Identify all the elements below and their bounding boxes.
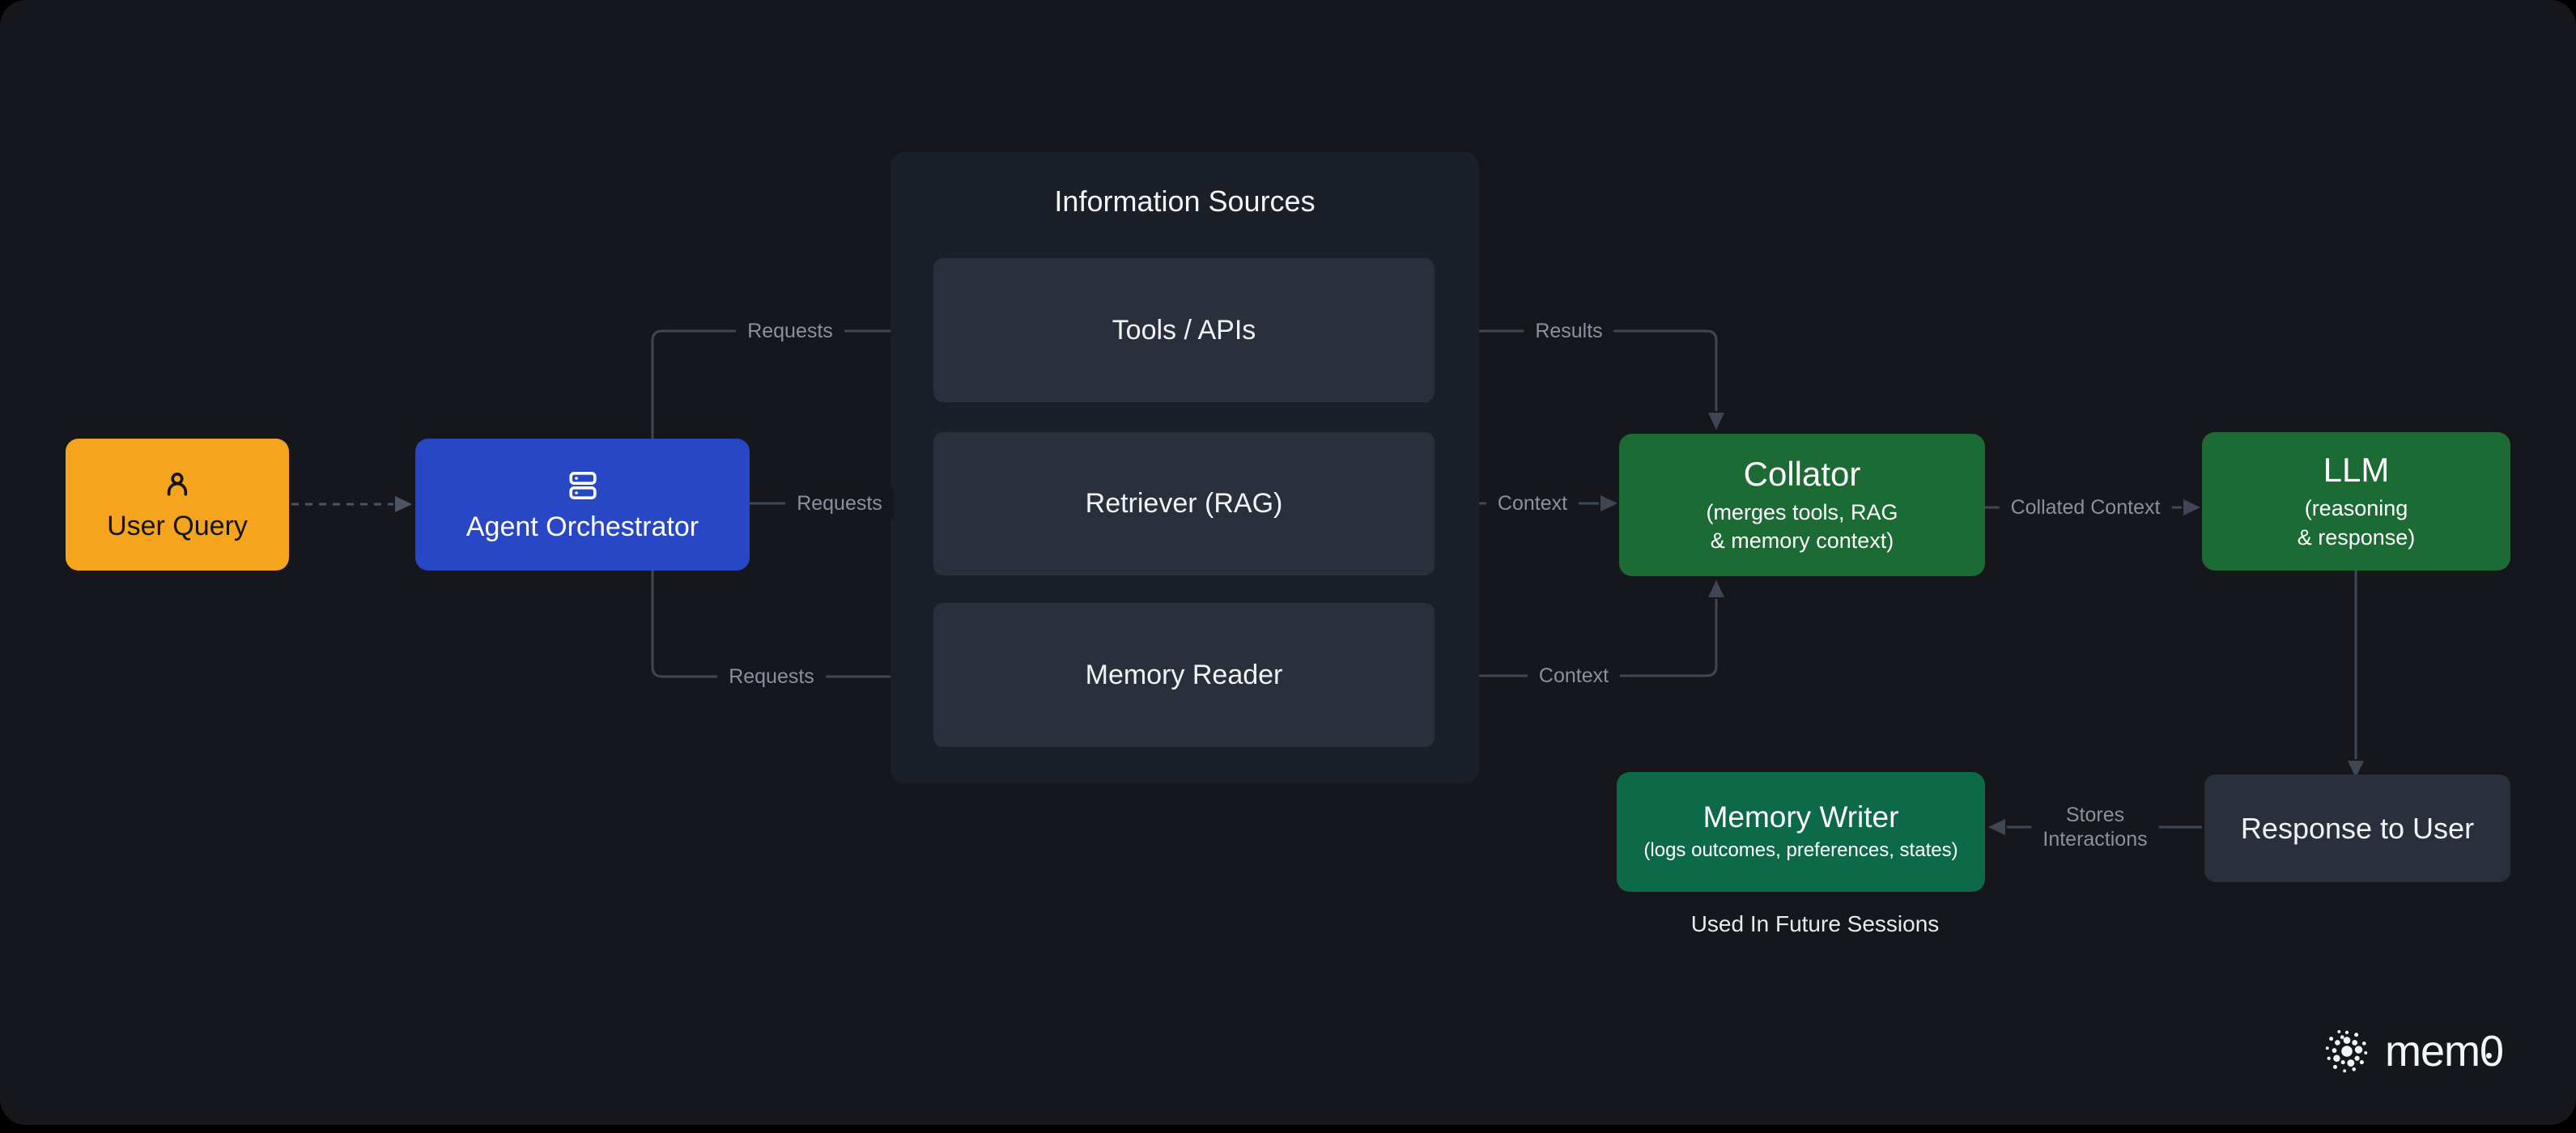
node-agent-orchestrator: Agent Orchestrator	[415, 439, 750, 571]
arrowhead-up-icon	[1708, 580, 1724, 597]
node-subtitle: (logs outcomes, preferences, states)	[1643, 839, 1958, 862]
person-icon	[167, 472, 188, 496]
node-title: LLM	[2323, 451, 2390, 490]
arrowhead-right-icon	[1600, 495, 1617, 511]
node-tools-apis: Tools / APIs	[933, 258, 1435, 402]
node-label: Memory Reader	[1085, 659, 1283, 690]
node-user-query: User Query	[66, 439, 289, 571]
server-stack-icon	[568, 472, 597, 499]
edge-requests-top	[651, 329, 913, 439]
arrowhead-down-icon	[2348, 761, 2364, 778]
node-llm: LLM (reasoning & response)	[2202, 432, 2510, 571]
edge-label-requests-top: Requests	[736, 316, 844, 346]
node-memory-reader: Memory Reader	[933, 603, 1435, 747]
node-retriever-rag: Retriever (RAG)	[933, 432, 1435, 575]
edge-label-results: Results	[1524, 316, 1614, 346]
edge-label-requests-mid: Requests	[785, 488, 894, 519]
node-title: Collator	[1743, 454, 1861, 493]
edge-requests-bottom	[651, 571, 913, 678]
edge-context-bottom	[1435, 599, 1718, 677]
logo-wordmark: mem0	[2385, 1027, 2504, 1076]
node-collator: Collator (merges tools, RAG & memory con…	[1619, 434, 1985, 576]
logo-text: mem0	[2385, 1027, 2504, 1076]
edge-label-collated-context: Collated Context	[1999, 492, 2172, 523]
node-label: User Query	[107, 511, 248, 541]
node-label: Agent Orchestrator	[465, 511, 699, 542]
edge-label-context-mid: Context	[1486, 488, 1579, 519]
node-memory-writer: Memory Writer (logs outcomes, preference…	[1617, 772, 1985, 892]
panel-title: Information Sources	[1054, 185, 1316, 218]
information-sources-panel: Information Sources Tools / APIs Retriev…	[891, 152, 1479, 783]
edge-label-requests-bottom: Requests	[717, 661, 826, 692]
arrowhead-down-icon	[1708, 413, 1724, 430]
arrowhead-left-icon	[1988, 819, 2005, 835]
arrowhead-right-icon	[395, 496, 412, 512]
arrowhead-right-icon	[2183, 499, 2200, 516]
mem0-dot-mark-icon	[2325, 1029, 2368, 1073]
node-subtitle: (reasoning & response)	[2297, 496, 2416, 550]
node-title: Memory Writer	[1702, 800, 1899, 834]
mem0-logo: mem0	[2322, 1026, 2504, 1076]
edge-label-context-bottom: Context	[1527, 660, 1621, 691]
node-subtitle: (merges tools, RAG & memory context)	[1706, 499, 1898, 554]
node-label: Retriever (RAG)	[1085, 488, 1283, 519]
future-sessions-note: Used In Future Sessions	[1690, 911, 1940, 936]
zero-dot-icon	[2486, 1053, 2493, 1059]
edge-label-stores-interactions: Stores Interactions	[2031, 800, 2159, 855]
node-response-to-user: Response to User	[2204, 774, 2510, 882]
edge-results	[1435, 329, 1718, 411]
node-label: Tools / APIs	[1112, 314, 1256, 346]
node-label: Response to User	[2240, 811, 2475, 845]
